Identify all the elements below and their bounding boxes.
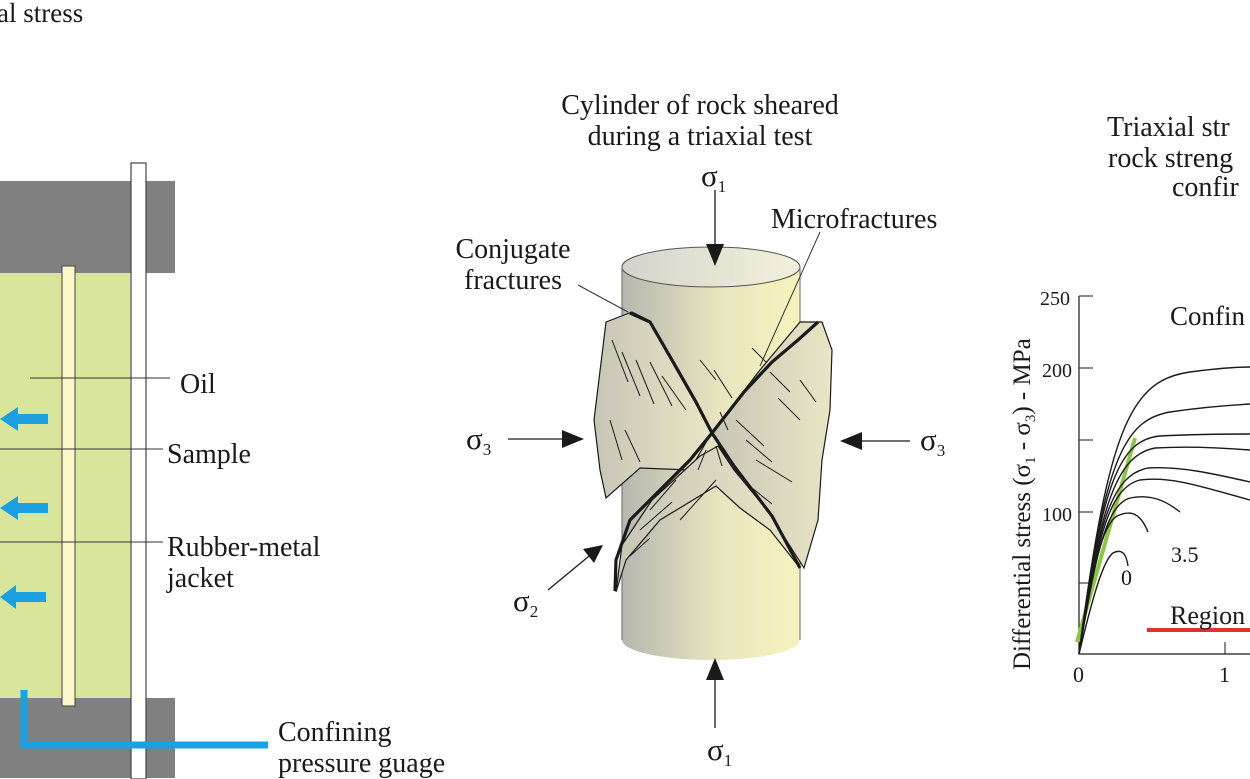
curve-label-3-5: 3.5 bbox=[1171, 542, 1199, 567]
chart-title-line2: rock streng bbox=[1108, 143, 1233, 174]
curve-confining-0 bbox=[1078, 550, 1129, 655]
sample-label: Sample bbox=[167, 439, 251, 470]
jacket-label-line2: jacket bbox=[166, 563, 234, 594]
x-tick-label-0: 0 bbox=[1073, 662, 1084, 687]
sigma3-left-label: σ3 bbox=[466, 421, 491, 459]
confining-pressure-arrow-2 bbox=[0, 496, 48, 520]
sigma1-bottom-label: σ1 bbox=[707, 732, 732, 770]
y-axis-title: Differential stress (σ1 - σ3) - MPa bbox=[1009, 338, 1039, 670]
left-apparatus-panel: al stress Oil Sample Ru bbox=[0, 0, 445, 779]
shear-fracture-2 bbox=[613, 320, 820, 592]
sigma3-right-label: σ3 bbox=[920, 422, 945, 460]
curve-label-0: 0 bbox=[1121, 565, 1132, 590]
region-label: Region bbox=[1170, 601, 1245, 630]
confining-pressure-arrow-3 bbox=[0, 585, 46, 609]
shear-fracture-1 bbox=[629, 311, 802, 569]
microfracture-marks bbox=[609, 339, 817, 557]
top-platen bbox=[0, 181, 175, 273]
rubber-metal-jacket bbox=[61, 265, 76, 707]
sigma2-label: σ2 bbox=[513, 583, 538, 621]
chart-title-line3: confir bbox=[1172, 172, 1240, 203]
sigma1-top-label: σ1 bbox=[701, 158, 726, 196]
y-tick-label-250: 250 bbox=[1040, 288, 1070, 310]
gauge-label-line2: pressure guage bbox=[278, 748, 445, 779]
confining-pressure-arrow-1 bbox=[0, 407, 48, 431]
oil-label: Oil bbox=[180, 369, 216, 400]
left-header-text: al stress bbox=[0, 0, 83, 28]
microfractures-leader-line bbox=[759, 231, 821, 367]
stress-strain-curves bbox=[1078, 366, 1250, 655]
x-tick-label-1: 1 bbox=[1219, 662, 1230, 687]
confining-series-label: Confin bbox=[1170, 301, 1246, 331]
cylinder-title-line1: Cylinder of rock sheared bbox=[561, 90, 839, 121]
gauge-label-line1: Confining bbox=[278, 717, 392, 748]
sheared-cylinder-panel: Cylinder of rock sheared during a triaxi… bbox=[455, 90, 945, 770]
conjugate-leader-line bbox=[577, 284, 629, 313]
y-tick-label-200: 200 bbox=[1042, 360, 1072, 382]
cylinder-title-line2: during a triaxial test bbox=[588, 121, 813, 152]
gauge-pipe bbox=[20, 690, 268, 749]
loading-rod bbox=[130, 162, 147, 779]
microfractures-label: Microfractures bbox=[771, 204, 937, 235]
conjugate-label-line2: fractures bbox=[464, 265, 562, 296]
triaxial-strength-chart: Triaxial str rock streng confir Differen… bbox=[1009, 112, 1250, 687]
chart-title-line1: Triaxial str bbox=[1107, 112, 1230, 143]
y-tick-label-100: 100 bbox=[1042, 504, 1072, 526]
jacket-label-line1: Rubber-metal bbox=[167, 532, 321, 563]
conjugate-label-line1: Conjugate bbox=[455, 234, 570, 265]
